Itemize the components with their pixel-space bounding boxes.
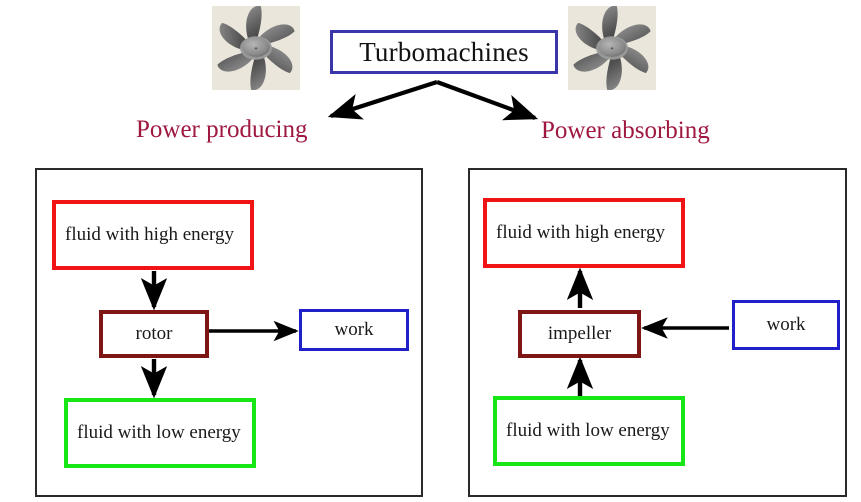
box-label-fluid-high-energy-right: fluid with high energy bbox=[496, 222, 666, 244]
branch-arrow-right bbox=[436, 80, 539, 121]
box-label-work-left: work bbox=[334, 319, 374, 341]
impeller-photo-left-icon bbox=[212, 6, 300, 90]
box-rotor: rotor bbox=[99, 310, 209, 358]
box-fluid-high-energy-left: fluid with high energy bbox=[52, 200, 254, 270]
branch-label-power-absorbing: Power absorbing bbox=[541, 117, 710, 144]
power-producing-panel: fluid with high energy rotor work fluid … bbox=[35, 168, 423, 497]
box-label-fluid-low-energy-left: fluid with low energy bbox=[77, 422, 241, 444]
box-label-work-right: work bbox=[766, 314, 806, 336]
box-label-fluid-low-energy-right: fluid with low energy bbox=[506, 420, 670, 442]
box-work-left: work bbox=[299, 309, 409, 351]
power-absorbing-panel: fluid with high energy impeller work flu… bbox=[468, 168, 847, 497]
turbomachines-root-box: Turbomachines bbox=[330, 30, 558, 74]
box-label-impeller: impeller bbox=[547, 323, 612, 345]
branch-label-power-producing: Power producing bbox=[136, 116, 308, 143]
turbomachines-root-label: Turbomachines bbox=[359, 36, 529, 67]
box-label-rotor: rotor bbox=[135, 323, 173, 345]
box-fluid-high-energy-right: fluid with high energy bbox=[483, 198, 685, 268]
branch-arrow-left bbox=[327, 80, 438, 120]
box-label-fluid-high-energy-left: fluid with high energy bbox=[65, 224, 235, 246]
box-work-right: work bbox=[732, 300, 840, 350]
box-impeller: impeller bbox=[518, 310, 641, 358]
box-fluid-low-energy-right: fluid with low energy bbox=[493, 396, 685, 466]
box-fluid-low-energy-left: fluid with low energy bbox=[64, 398, 256, 468]
impeller-photo-right-icon bbox=[568, 6, 656, 90]
